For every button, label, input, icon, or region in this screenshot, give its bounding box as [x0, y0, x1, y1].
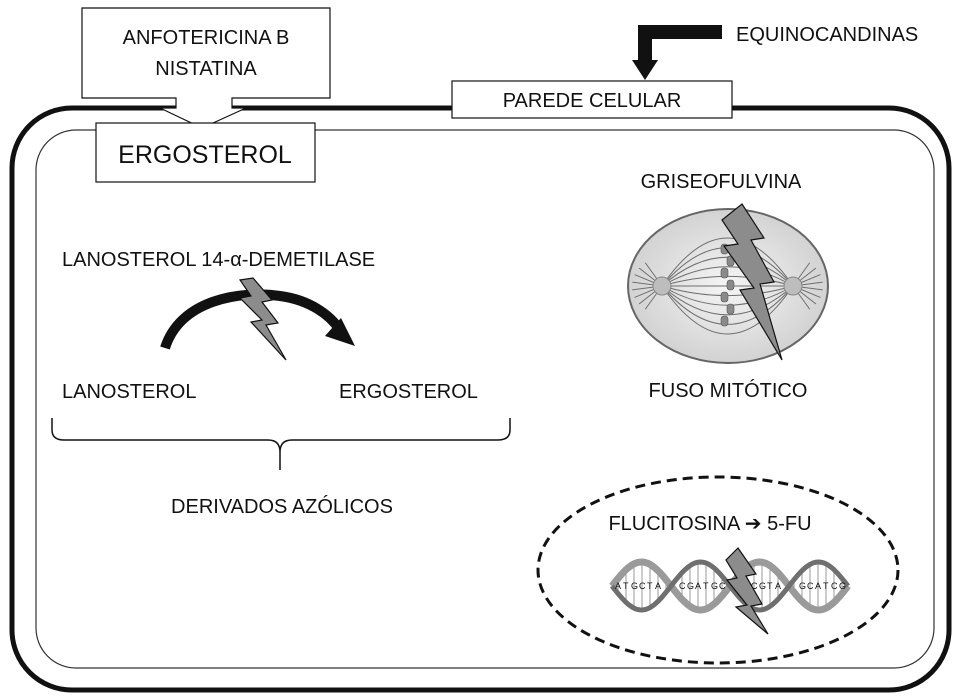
dna-base-letter: A	[615, 581, 621, 591]
anfotericina-label: ANFOTERICINA B	[123, 27, 290, 49]
chromosome	[721, 292, 728, 302]
ergosterol-product-label: ERGOSTEROL	[339, 381, 478, 403]
chromosome	[727, 304, 734, 314]
ergosterol-membrane-label: ERGOSTEROL	[118, 141, 292, 169]
equinocandinas-arrow	[632, 32, 722, 80]
dna-base-letter: G	[687, 581, 694, 591]
chromosome	[721, 268, 728, 278]
dna-base-letter: A	[815, 581, 821, 591]
azole-brace	[52, 418, 510, 470]
nistatina-label: NISTATINA	[155, 58, 257, 80]
dna-base-letter: T	[623, 581, 629, 591]
flucitosina-label: FLUCITOSINA ➔ 5-FU	[608, 513, 811, 535]
dna-base-letter: A	[655, 581, 661, 591]
dna-helix-illustration: ATGCTACGATGCATCGTAGCATCG	[612, 562, 848, 610]
dna-base-letter: C	[679, 581, 686, 591]
dna-base-letter: G	[839, 581, 846, 591]
dna-base-letter: G	[711, 581, 718, 591]
enzyme-label: LANOSTEROL 14-α-DEMETILASE	[62, 249, 375, 271]
dna-base-letter: A	[775, 581, 781, 591]
mitotic-spindle-illustration	[628, 209, 828, 363]
derivados-azolicos-label: DERIVADOS AZÓLICOS	[171, 495, 393, 518]
lanosterol-label: LANOSTEROL	[62, 381, 196, 403]
dna-base-letter: C	[831, 581, 838, 591]
dna-base-letter: G	[759, 581, 766, 591]
chromosome	[727, 280, 734, 290]
parede-celular-label: PAREDE CELULAR	[503, 90, 682, 112]
dna-base-letter: G	[631, 581, 638, 591]
dna-base-letter: A	[695, 581, 701, 591]
chromosome	[721, 316, 728, 326]
equinocandinas-label: EQUINOCANDINAS	[736, 24, 918, 46]
dna-base-letter: G	[799, 581, 806, 591]
dna-base-letter: C	[807, 581, 814, 591]
dna-base-letter: T	[823, 581, 829, 591]
dna-base-letter: T	[703, 581, 709, 591]
dna-base-letter: C	[639, 581, 646, 591]
dna-base-letter: T	[647, 581, 653, 591]
inhibition-bolt-azole	[240, 278, 286, 360]
dna-base-letter: C	[719, 581, 726, 591]
fuso-mitotico-label: FUSO MITÓTICO	[649, 379, 808, 402]
griseofulvina-label: GRISEOFULVINA	[641, 171, 802, 193]
dna-base-letter: T	[767, 581, 773, 591]
